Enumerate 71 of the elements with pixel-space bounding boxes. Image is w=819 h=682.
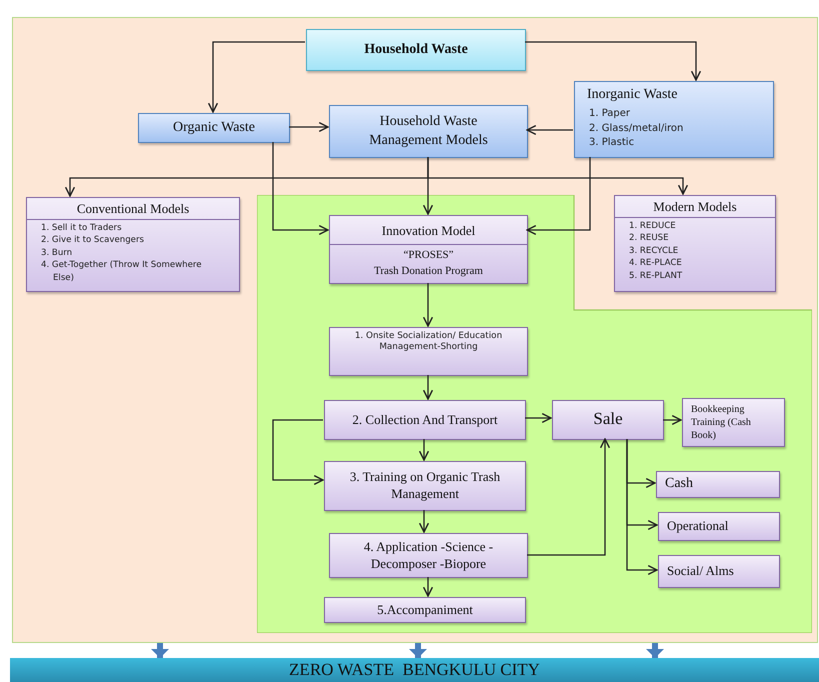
box-label: 1. Onsite Socialization/ Education Management-Shorting [354,331,504,354]
arrow [427,157,688,195]
box-label: 3. Training on Organic Trash Management [348,469,502,503]
arrow [418,510,430,533]
arrow [525,412,552,424]
box-label: 5.Accompaniment [377,602,473,618]
arrow [626,439,658,576]
list-item: 3. Burn [41,246,74,260]
box-heading: Modern Models [615,196,775,218]
list-item: Trash Donation Program [374,264,483,279]
list-item: 5. RE-PLANT [629,270,682,282]
arrow [272,142,329,236]
arrow [422,577,434,597]
process-box [329,327,528,376]
process-box [329,533,528,578]
banner-title: ZERO WASTE BENGKULU CITY [289,660,540,680]
arrow [272,419,324,486]
list-item: 3. RECYCLE [629,244,680,258]
process-box [324,597,526,623]
box-heading: Conventional Models [27,198,239,220]
list-item: 4. RE-PLACE [629,257,682,270]
banner [10,658,819,682]
box-label: Social/ Alms [667,563,734,580]
box-heading: Inorganic Waste [586,86,678,104]
process-box [306,29,526,71]
process-box [324,400,526,440]
list-item: 2. Glass/metal/iron [589,122,684,136]
process-box [682,398,785,447]
process-box [658,555,780,588]
box-heading: Innovation Model [330,216,527,245]
list-item: 3. Plastic [589,136,634,150]
process-box [324,461,526,511]
process-box [614,195,776,292]
process-box [574,81,774,158]
arrow [208,41,305,113]
list-item: 1. Paper [589,107,630,121]
arrow [526,157,591,236]
list-item: 1. REDUCE [629,220,677,232]
box-label: 4. Application -Science -Decomposer -Biopore [362,538,494,572]
arrow [527,438,610,556]
process-box [138,113,290,143]
list-item: 2. REUSE [629,232,670,245]
box-label: Organic Waste [173,118,255,137]
box-label: Household Waste [364,40,468,59]
list-item: 4. Get-Together (Throw It Somewhere Else) [41,259,203,284]
block-arrow [151,643,169,658]
arrow [663,414,682,426]
arrow [525,41,702,81]
block-arrow [646,643,664,658]
arrow [289,122,329,132]
box-label: Operational [667,518,728,535]
block-arrow [409,643,427,658]
arrow [526,124,573,136]
process-box [552,400,664,440]
list-item: 1. Sell it to Traders [41,222,122,234]
box-label: Sale [593,408,623,430]
process-box [26,197,240,292]
process-box [656,471,780,498]
process-box [658,512,780,541]
process-box [329,105,528,158]
box-label: Cash [665,475,693,494]
list-item: 2. Give it to Scavengers [41,234,144,247]
box-label: Bookkeeping Training (Cash Book) [691,403,752,442]
arrow [422,375,434,400]
arrow [422,283,434,327]
list-item: “PROSES” [403,248,454,263]
box-label: Household Waste Management Models [368,113,489,150]
panel-background [12,17,818,643]
arrow [418,439,430,461]
box-label: 2. Collection And Transport [352,412,498,428]
process-box [329,215,528,284]
